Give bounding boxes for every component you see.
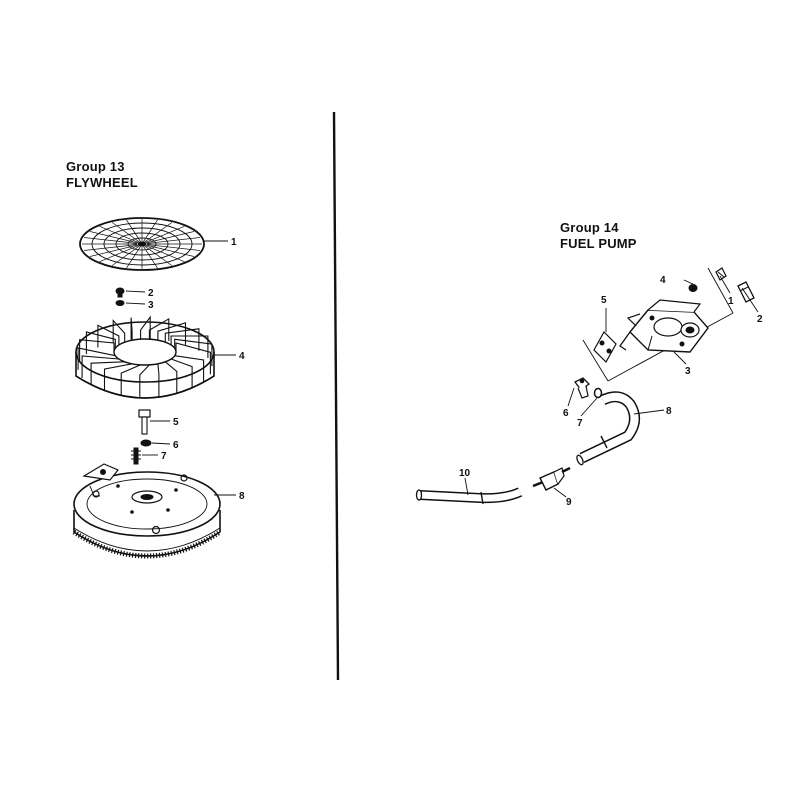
g13-callout-1: 1 xyxy=(231,237,237,248)
fuel-filter-part xyxy=(532,466,571,491)
grille-ray xyxy=(145,245,185,263)
straight-fuel-hose-part xyxy=(415,487,523,505)
fan-blade xyxy=(164,328,200,351)
fan-blade xyxy=(90,361,125,386)
grille-screen-part xyxy=(79,217,205,271)
fan-blade xyxy=(97,324,120,348)
fan-blade xyxy=(140,315,151,340)
section-divider xyxy=(332,111,340,681)
g13-callout-8: 8 xyxy=(239,491,245,502)
grille-ray xyxy=(145,225,185,243)
fan-blade xyxy=(130,317,133,341)
nut-part xyxy=(140,439,152,447)
grille-ray xyxy=(89,231,138,244)
fan-blade xyxy=(164,361,178,394)
plug-part xyxy=(688,284,698,292)
g14-callout-2: 2 xyxy=(757,314,763,325)
fan-blade xyxy=(85,331,116,354)
fan-blade xyxy=(170,358,193,389)
flywheel-part xyxy=(72,463,222,559)
fan-blade xyxy=(174,338,213,367)
screw-part xyxy=(115,287,125,298)
g14-callout-6: 6 xyxy=(563,408,569,419)
grille-ray xyxy=(146,237,200,244)
grille-ray xyxy=(146,244,200,251)
group-13-illustration xyxy=(72,217,236,559)
grille-ray xyxy=(111,222,140,243)
fan-blade xyxy=(148,317,170,341)
group-14-title: Group 14 FUEL PUMP xyxy=(560,220,637,252)
grille-ray xyxy=(143,219,158,243)
group-13-leaders xyxy=(125,240,236,496)
grille-ray xyxy=(111,245,140,266)
g14-callout-10: 10 xyxy=(459,468,471,479)
grille-ray xyxy=(99,225,139,243)
fan-blade xyxy=(157,322,187,345)
g13-callout-4: 4 xyxy=(239,351,245,362)
g13-callout-7: 7 xyxy=(161,451,167,462)
grille-ray xyxy=(84,244,138,251)
fan-blade xyxy=(174,355,205,382)
grille-ray xyxy=(146,231,195,244)
grille-ray xyxy=(126,245,141,269)
g13-callout-6: 6 xyxy=(173,440,179,451)
fan-blade xyxy=(81,355,119,378)
gasket-part xyxy=(593,331,617,363)
g14-callout-1: 1 xyxy=(728,296,734,307)
grille-ray xyxy=(84,237,138,244)
flywheel-bolt-part xyxy=(138,409,151,435)
pump-fitting-part xyxy=(737,281,755,303)
fan-blade xyxy=(157,363,160,397)
grille-ray xyxy=(143,245,158,269)
g14-callout-8: 8 xyxy=(666,406,672,417)
g13-callout-3: 3 xyxy=(148,300,154,311)
cooling-fan-part xyxy=(75,315,215,399)
fan-blade xyxy=(175,342,211,375)
grille-ray xyxy=(89,244,138,257)
fan-blade xyxy=(120,364,141,396)
group-14-leaders xyxy=(464,275,759,498)
grille-ray xyxy=(146,244,195,257)
curved-fuel-hose-part xyxy=(576,391,640,466)
g14-callout-5: 5 xyxy=(601,295,607,306)
g14-callout-3: 3 xyxy=(685,366,691,377)
group-14-name: FUEL PUMP xyxy=(560,236,637,251)
g13-callout-2: 2 xyxy=(148,288,154,299)
grille-ray xyxy=(99,245,139,263)
fan-blade xyxy=(79,339,115,362)
fan-blade xyxy=(112,319,126,343)
elbow-fitting-part xyxy=(574,377,590,399)
fuel-pump-body-part xyxy=(619,299,709,353)
fan-blade xyxy=(170,335,209,358)
washer-part xyxy=(115,300,125,306)
stud-part xyxy=(131,447,141,465)
fan-blade xyxy=(103,363,133,392)
g14-callout-9: 9 xyxy=(566,497,572,508)
grille-ray xyxy=(144,222,173,243)
group-14-illustration xyxy=(415,267,759,505)
grille-ray xyxy=(144,245,173,266)
g14-callout-4: 4 xyxy=(660,275,666,286)
group-13-heading: Group 13 xyxy=(66,159,125,174)
pump-screw-part xyxy=(715,267,727,281)
group-14-heading: Group 14 xyxy=(560,220,619,235)
grille-ray xyxy=(126,219,141,243)
group-13-title: Group 13 FLYWHEEL xyxy=(66,159,138,191)
g13-callout-5: 5 xyxy=(173,417,179,428)
fan-blade xyxy=(139,364,150,397)
hose-clamp-part xyxy=(593,387,603,399)
g14-callout-7: 7 xyxy=(577,418,583,429)
fan-blade xyxy=(77,347,116,370)
group-13-name: FLYWHEEL xyxy=(66,175,138,190)
